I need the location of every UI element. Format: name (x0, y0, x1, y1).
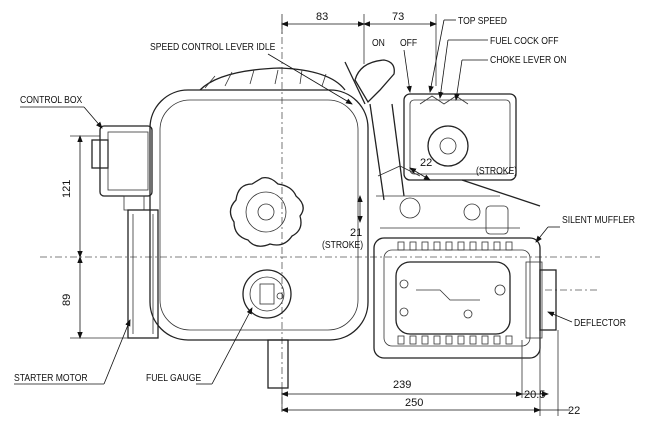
fuel-gauge-leader-2 (211, 307, 253, 385)
deflector-shape (525, 261, 557, 339)
deflector-label: DEFLECTOR (574, 317, 626, 329)
dim-239-value: 239 (393, 379, 411, 391)
crankshaft (267, 339, 289, 389)
stroke-21-value: 21 (350, 227, 362, 239)
dim-20-5-value: 20.5 (524, 389, 545, 401)
stroke-lower-label: (STROKE) (322, 239, 363, 251)
dim-89-value: 89 (61, 294, 73, 306)
control-box-leader-2 (83, 106, 103, 129)
on-label: ON (372, 37, 385, 49)
dim-250-value: 250 (405, 397, 423, 409)
starter-motor-leader-2 (103, 319, 131, 385)
recoil-starter-shape (229, 176, 304, 247)
starter-motor-label: STARTER MOTOR (14, 372, 88, 384)
speed-control-leader (267, 53, 353, 105)
silent-muffler-shape (373, 237, 541, 359)
dim-121-value: 121 (61, 180, 73, 198)
starter-motor-shape (127, 209, 159, 339)
control-box-label: CONTROL BOX (20, 94, 83, 106)
choke-lever-on-label: CHOKE LEVER ON (490, 54, 567, 66)
stroke-22-line (409, 167, 431, 181)
stroke-22-value: 22 (420, 157, 432, 169)
choke-lever-on-leader-2 (454, 59, 463, 101)
dim-73-value: 73 (392, 11, 404, 23)
silent-muffler-leader-2 (535, 226, 549, 243)
silent-muffler-label: SILENT MUFFLER (562, 214, 635, 226)
stroke-upper-label: (STROKE) (476, 165, 517, 177)
dim-22-bottom-value: 22 (568, 405, 580, 417)
carburetor-assembly (344, 59, 541, 235)
dim-83-value: 83 (316, 11, 328, 23)
on-off-leader (403, 49, 412, 93)
fuel-gauge-shape (242, 269, 292, 319)
off-label: OFF (400, 37, 417, 49)
fuel-gauge-label: FUEL GAUGE (146, 372, 201, 384)
control-box-shape (91, 125, 153, 211)
fuel-tank-shape (149, 67, 369, 341)
top-speed-label: TOP SPEED (458, 15, 507, 27)
top-speed-leader-2 (428, 19, 445, 93)
speed-control-lever-idle-label: SPEED CONTROL LEVER IDLE (150, 41, 275, 53)
fuel-cock-off-leader-2 (438, 39, 449, 99)
deflector-leader (547, 311, 573, 323)
fuel-cock-off-label: FUEL COCK OFF (490, 35, 559, 47)
